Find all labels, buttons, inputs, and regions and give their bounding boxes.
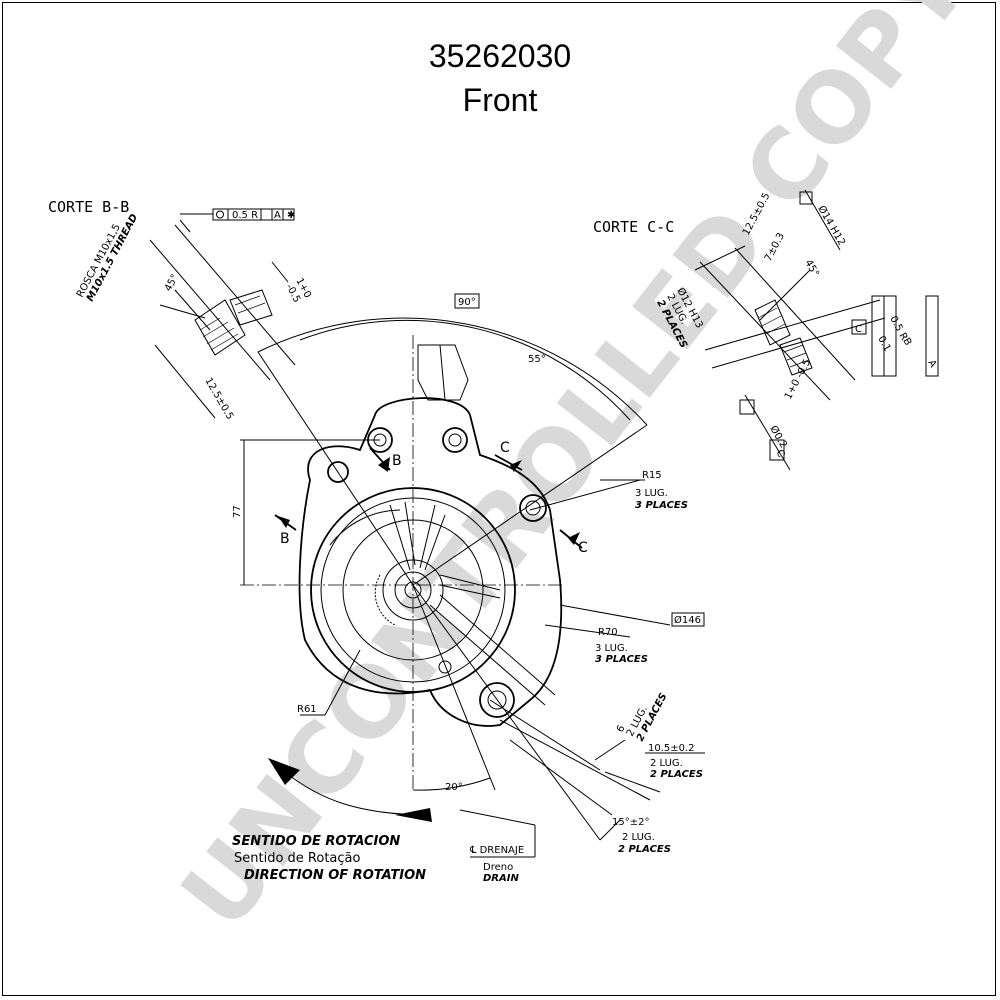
section-c-c-title: CORTE C-C bbox=[593, 218, 674, 236]
r15-lug: 3 LUG. bbox=[635, 488, 668, 499]
mounting-hole-top-left bbox=[367, 427, 393, 453]
r70-label: R70 bbox=[598, 627, 618, 638]
rotation-arrow-icon bbox=[268, 758, 300, 785]
dim-77: 77 bbox=[232, 505, 243, 518]
flange-circle bbox=[310, 487, 516, 693]
section-markers: B B C C bbox=[274, 440, 588, 556]
cc-fcf-flat: 0.1 bbox=[875, 334, 892, 353]
fcf-bb-tolerance: 0.5 R bbox=[232, 210, 258, 221]
angle-20: 20° bbox=[445, 782, 463, 793]
drain-label-pt: Dreno bbox=[483, 862, 513, 873]
rotation-indicator: SENTIDO DE ROTACION Sentido de Rotação D… bbox=[232, 758, 432, 883]
angle-90: 90° bbox=[458, 297, 476, 308]
drain-label-en: DRAIN bbox=[483, 873, 519, 884]
housing-outline bbox=[298, 397, 563, 727]
marker-b-bottom: B bbox=[280, 531, 290, 547]
cc-fcf-datum-a: A bbox=[925, 358, 938, 369]
r15-label: R15 bbox=[642, 470, 662, 481]
drain-label-es: ℄ DRENAJE bbox=[469, 845, 524, 856]
marker-c-bottom: C bbox=[578, 540, 588, 556]
dim-15-places: 2 PLACES bbox=[618, 844, 671, 855]
bb-depth: 12.5±0.5 bbox=[202, 376, 235, 422]
bb-angle: 45° bbox=[163, 273, 181, 294]
cc-fcf-bottom-tol: Ø0.2 bbox=[767, 424, 789, 451]
angle-55: 55° bbox=[528, 354, 546, 365]
fcf-bb-symbol: ✱ bbox=[287, 210, 295, 221]
mounting-hole-bottom bbox=[479, 682, 515, 718]
r15-places: 3 PLACES bbox=[635, 500, 688, 511]
cc-angle: 45° bbox=[802, 258, 820, 279]
dim-10-5-lug: 2 LUG. bbox=[650, 758, 683, 769]
arc-90-dim bbox=[257, 317, 648, 426]
r70-places: 3 PLACES bbox=[595, 654, 648, 665]
cc-hole-dia: Ø14 H12 bbox=[815, 204, 847, 248]
dim-6: 6 bbox=[615, 724, 628, 735]
mounting-hole-left bbox=[327, 461, 349, 483]
dim-15: 15°±2° bbox=[612, 817, 649, 828]
dia-146: Ø146 bbox=[674, 614, 701, 626]
pinion-center bbox=[394, 571, 432, 609]
rotation-label-en: DIRECTION OF ROTATION bbox=[244, 868, 426, 883]
cc-datum: C bbox=[855, 324, 862, 335]
starter-front-view bbox=[298, 344, 563, 727]
drain-hole bbox=[438, 660, 452, 674]
view-name: Front bbox=[462, 82, 538, 118]
cc-fcf-bottom-datum: C bbox=[773, 448, 786, 460]
cc-fcf-datum-b: B bbox=[900, 336, 913, 347]
rotation-label-pt: Sentido de Rotação bbox=[234, 851, 360, 866]
rotation-label-es: SENTIDO DE ROTACION bbox=[232, 834, 400, 849]
dim-15-lug: 2 LUG. bbox=[622, 832, 655, 843]
r61-label: R61 bbox=[297, 704, 317, 715]
dim-10-5: 10.5±0.2 bbox=[648, 743, 695, 754]
part-number: 35262030 bbox=[428, 38, 572, 74]
section-b-b-title: CORTE B-B bbox=[48, 198, 129, 216]
dim-10-5-places: 2 PLACES bbox=[650, 769, 703, 780]
solenoid-terminal bbox=[417, 344, 469, 401]
r70-lug: 3 LUG. bbox=[595, 643, 628, 654]
marker-c-top: C bbox=[500, 440, 510, 456]
mounting-hole-right bbox=[519, 494, 547, 522]
marker-b-top: B bbox=[392, 453, 402, 469]
mounting-hole-top-right bbox=[442, 427, 468, 453]
section-b-b-detail: 0.5 R A ✱ ROSCA M10x1,5 M10x1.5 THREAD 4… bbox=[75, 208, 313, 422]
fcf-bb-datum: A bbox=[274, 210, 281, 221]
